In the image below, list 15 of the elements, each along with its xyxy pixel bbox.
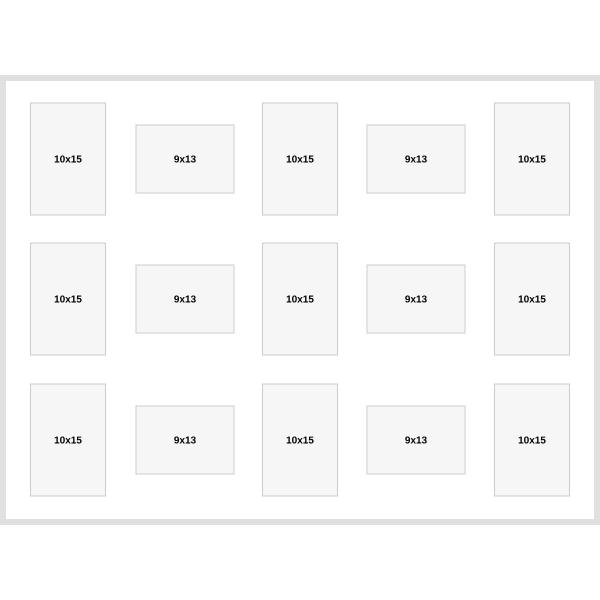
photo-opening: 10x15: [30, 384, 106, 496]
photo-opening: 9x13: [366, 264, 466, 334]
photo-opening: 9x13: [136, 264, 234, 334]
photo-opening: 9x13: [136, 406, 234, 474]
photo-opening: 9x13: [366, 406, 466, 474]
photo-opening: 10x15: [262, 242, 338, 356]
photo-opening: 10x15: [494, 242, 570, 356]
photo-opening: 10x15: [30, 242, 106, 356]
photo-opening: 9x13: [366, 124, 466, 194]
photo-opening: 10x15: [494, 102, 570, 216]
photo-opening: 10x15: [262, 384, 338, 496]
photo-opening: 9x13: [136, 124, 234, 194]
photo-opening: 10x15: [30, 102, 106, 216]
photo-opening: 10x15: [494, 384, 570, 496]
photo-opening: 10x15: [262, 102, 338, 216]
